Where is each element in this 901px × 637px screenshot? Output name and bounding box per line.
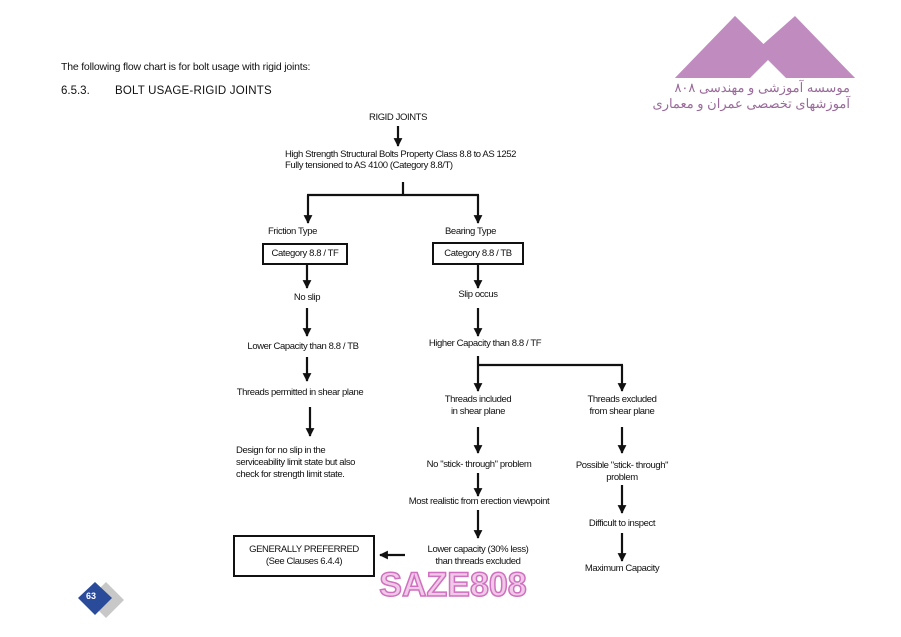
node-design-line-2: serviceability limit state but also <box>236 457 356 468</box>
box-category-tf-text: Category 8.8 / TF <box>271 248 339 259</box>
node-lower-capacity-2: than threads excluded <box>435 556 521 567</box>
node-threads-excluded-2: from shear plane <box>589 406 655 417</box>
node-no-stick-through: No "stick- through" problem <box>426 459 532 470</box>
box-generally-preferred: GENERALLY PREFERRED (See Clauses 6.4.4) <box>233 535 375 577</box>
node-threads-included-2: in shear plane <box>450 406 506 417</box>
box-category-tb-text: Category 8.8 / TB <box>444 247 512 259</box>
label-bearing-type: Bearing Type <box>445 226 497 237</box>
node-design-line-3: check for strength limit state. <box>236 469 345 480</box>
logo-line-1: موسسه آموزشی و مهندسی ۸۰۸ <box>674 80 850 95</box>
institute-logo: موسسه آموزشی و مهندسی ۸۰۸ آموزشهای تخصصی… <box>653 12 860 117</box>
node-rigid-joints: RIGID JOINTS <box>368 112 428 123</box>
box-category-tf: Category 8.8 / TF <box>262 243 348 265</box>
watermark: SAZE808 <box>379 565 528 605</box>
node-design-line-1: Design for no slip in the <box>236 445 326 456</box>
node-threads-excluded-1: Threads excluded <box>587 394 657 405</box>
node-higher-capacity-tf: Higher Capacity than 8.8 / TF <box>428 338 542 349</box>
node-possible-stick-through-2: problem <box>606 472 638 483</box>
box-category-tb: Category 8.8 / TB <box>432 242 524 265</box>
label-friction-type: Friction Type <box>268 226 318 237</box>
diamond-icon <box>78 582 124 618</box>
logo-line-2: آموزشهای تخصصی عمران و معماری <box>652 96 850 111</box>
node-possible-stick-through-1: Possible "stick- through" <box>575 460 669 471</box>
node-threads-included-1: Threads included <box>444 394 512 405</box>
logo-mountains-icon <box>675 16 855 78</box>
node-spec-line-2: Fully tensioned to AS 4100 (Category 8.8… <box>285 160 453 171</box>
node-most-realistic: Most realistic from erection viewpoint <box>408 496 550 507</box>
node-slip-occurs: Slip occus <box>458 289 498 300</box>
node-difficult-to-inspect: Difficult to inspect <box>588 518 656 529</box>
page-number: 63 <box>86 591 97 601</box>
node-maximum-capacity: Maximum Capacity <box>584 563 660 574</box>
preferred-line-2: (See Clauses 6.4.4) <box>265 556 343 567</box>
preferred-line-1: GENERALLY PREFERRED <box>249 544 359 555</box>
page-number-badge: 63 <box>76 580 126 620</box>
node-lower-capacity-1: Lower capacity (30% less) <box>427 544 529 555</box>
intro-text: The following flow chart is for bolt usa… <box>61 61 311 73</box>
node-no-slip: No slip <box>293 292 321 303</box>
section-title: BOLT USAGE-RIGID JOINTS <box>115 85 272 97</box>
node-lower-capacity-tb: Lower Capacity than 8.8 / TB <box>247 341 359 352</box>
section-number: 6.5.3. <box>61 85 90 97</box>
node-threads-permitted: Threads permitted in shear plane <box>236 387 364 398</box>
node-spec-line-1: High Strength Structural Bolts Property … <box>285 149 517 160</box>
